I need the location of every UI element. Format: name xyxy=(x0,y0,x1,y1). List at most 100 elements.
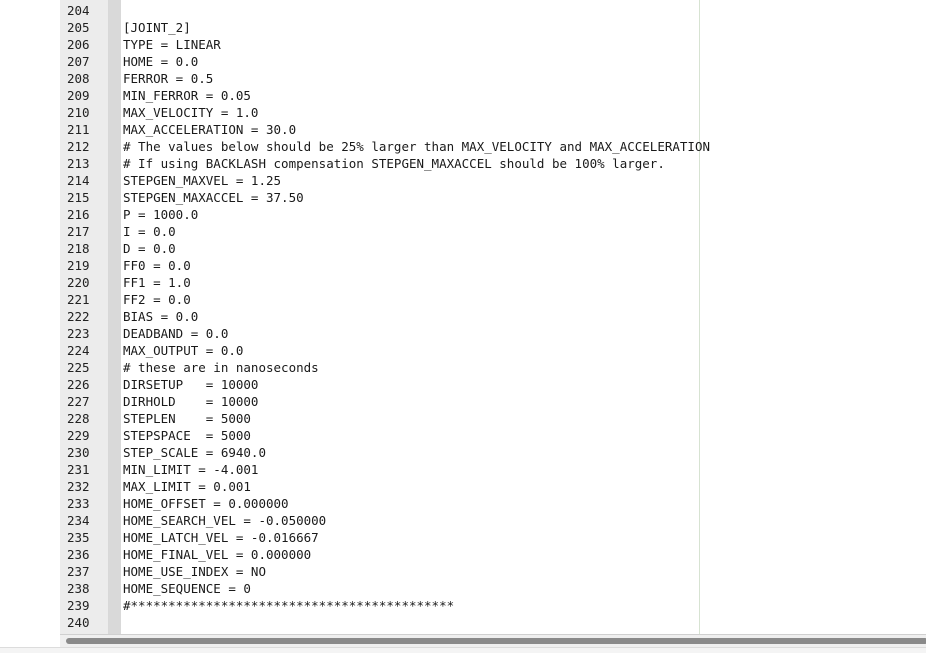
line-text[interactable]: DEADBAND = 0.0 xyxy=(123,326,229,341)
line-number: 206 xyxy=(67,37,90,52)
horizontal-scrollbar-thumb[interactable] xyxy=(66,638,926,644)
line-text[interactable]: MAX_ACCELERATION = 30.0 xyxy=(123,122,297,137)
code-line[interactable]: 214 STEPGEN_MAXVEL = 1.25 xyxy=(60,172,926,189)
code-line[interactable]: 212 # The values below should be 25% larg… xyxy=(60,138,926,155)
code-line[interactable]: 225 # these are in nanoseconds xyxy=(60,359,926,376)
line-number: 217 xyxy=(67,224,90,239)
fold-margin[interactable] xyxy=(109,0,121,634)
line-text[interactable]: STEPSPACE = 5000 xyxy=(123,428,251,443)
horizontal-scrollbar[interactable] xyxy=(60,634,926,647)
line-text[interactable]: BIAS = 0.0 xyxy=(123,309,199,324)
code-line[interactable]: 217 I = 0.0 xyxy=(60,223,926,240)
line-text[interactable]: HOME_USE_INDEX = NO xyxy=(123,564,266,579)
line-text[interactable]: DIRSETUP = 10000 xyxy=(123,377,259,392)
line-text[interactable]: STEPGEN_MAXVEL = 1.25 xyxy=(123,173,282,188)
line-text[interactable]: FF1 = 1.0 xyxy=(123,275,191,290)
line-number: 207 xyxy=(67,54,90,69)
line-text[interactable]: STEPLEN = 5000 xyxy=(123,411,251,426)
code-line[interactable]: 219 FF0 = 0.0 xyxy=(60,257,926,274)
line-number: 214 xyxy=(67,173,90,188)
line-number: 240 xyxy=(67,615,90,630)
line-text[interactable]: HOME = 0.0 xyxy=(123,54,199,69)
line-text[interactable]: # The values below should be 25% larger … xyxy=(123,139,710,154)
long-line-edge-marker xyxy=(699,0,700,634)
line-number: 225 xyxy=(67,360,90,375)
line-text[interactable]: FF2 = 0.0 xyxy=(123,292,191,307)
line-text[interactable]: MAX_LIMIT = 0.001 xyxy=(123,479,251,494)
code-line[interactable]: 216 P = 1000.0 xyxy=(60,206,926,223)
line-text[interactable]: HOME_OFFSET = 0.000000 xyxy=(123,496,289,511)
line-text[interactable]: I = 0.0 xyxy=(123,224,176,239)
code-line[interactable]: 218 D = 0.0 xyxy=(60,240,926,257)
line-number: 234 xyxy=(67,513,90,528)
line-text[interactable]: [JOINT_2] xyxy=(123,20,191,35)
code-line[interactable]: 208 FERROR = 0.5 xyxy=(60,70,926,87)
line-text[interactable]: MAX_VELOCITY = 1.0 xyxy=(123,105,259,120)
line-number: 218 xyxy=(67,241,90,256)
code-line[interactable]: 239#************************************… xyxy=(60,597,926,614)
line-text[interactable]: STEPGEN_MAXACCEL = 37.50 xyxy=(123,190,304,205)
line-text[interactable]: HOME_SEARCH_VEL = -0.050000 xyxy=(123,513,327,528)
code-line[interactable]: 205[JOINT_2] xyxy=(60,19,926,36)
line-text[interactable]: TYPE = LINEAR xyxy=(123,37,221,52)
code-line[interactable]: 224 MAX_OUTPUT = 0.0 xyxy=(60,342,926,359)
line-text[interactable]: D = 0.0 xyxy=(123,241,176,256)
code-line[interactable]: 211 MAX_ACCELERATION = 30.0 xyxy=(60,121,926,138)
line-text[interactable]: #***************************************… xyxy=(123,598,455,613)
code-line[interactable]: 240 xyxy=(60,614,926,631)
line-text[interactable]: HOME_LATCH_VEL = -0.016667 xyxy=(123,530,319,545)
line-text[interactable]: P = 1000.0 xyxy=(123,207,199,222)
line-text[interactable]: MIN_LIMIT = -4.001 xyxy=(123,462,259,477)
code-line[interactable]: 213 # If using BACKLASH compensation STEP… xyxy=(60,155,926,172)
line-number: 230 xyxy=(67,445,90,460)
line-text[interactable]: STEP_SCALE = 6940.0 xyxy=(123,445,266,460)
line-number: 221 xyxy=(67,292,90,307)
code-line[interactable]: 221 FF2 = 0.0 xyxy=(60,291,926,308)
line-text[interactable]: FERROR = 0.5 xyxy=(123,71,214,86)
line-number: 208 xyxy=(67,71,90,86)
line-number: 232 xyxy=(67,479,90,494)
code-line[interactable]: 235 HOME_LATCH_VEL = -0.016667 xyxy=(60,529,926,546)
code-line[interactable]: 234 HOME_SEARCH_VEL = -0.050000 xyxy=(60,512,926,529)
code-line[interactable]: 230 STEP_SCALE = 6940.0 xyxy=(60,444,926,461)
line-number: 212 xyxy=(67,139,90,154)
line-text[interactable]: HOME_SEQUENCE = 0 xyxy=(123,581,251,596)
line-number: 216 xyxy=(67,207,90,222)
line-text[interactable]: MIN_FERROR = 0.05 xyxy=(123,88,251,103)
code-line[interactable]: 222 BIAS = 0.0 xyxy=(60,308,926,325)
code-line[interactable]: 228 STEPLEN = 5000 xyxy=(60,410,926,427)
code-line[interactable]: 206 TYPE = LINEAR xyxy=(60,36,926,53)
code-line[interactable]: 232 MAX_LIMIT = 0.001 xyxy=(60,478,926,495)
line-text[interactable]: MAX_OUTPUT = 0.0 xyxy=(123,343,244,358)
line-number: 219 xyxy=(67,258,90,273)
line-text[interactable]: DIRHOLD = 10000 xyxy=(123,394,259,409)
line-number: 228 xyxy=(67,411,90,426)
line-number: 224 xyxy=(67,343,90,358)
line-number: 231 xyxy=(67,462,90,477)
line-text[interactable]: FF0 = 0.0 xyxy=(123,258,191,273)
line-number: 235 xyxy=(67,530,90,545)
line-number: 213 xyxy=(67,156,90,171)
status-strip xyxy=(0,647,926,653)
line-text[interactable]: HOME_FINAL_VEL = 0.000000 xyxy=(123,547,312,562)
code-line[interactable]: 207 HOME = 0.0 xyxy=(60,53,926,70)
code-line[interactable]: 204 xyxy=(60,2,926,19)
line-number: 211 xyxy=(67,122,90,137)
line-text[interactable]: # these are in nanoseconds xyxy=(123,360,319,375)
line-text[interactable]: # If using BACKLASH compensation STEPGEN… xyxy=(123,156,665,171)
line-number: 222 xyxy=(67,309,90,324)
code-line[interactable]: 231 MIN_LIMIT = -4.001 xyxy=(60,461,926,478)
